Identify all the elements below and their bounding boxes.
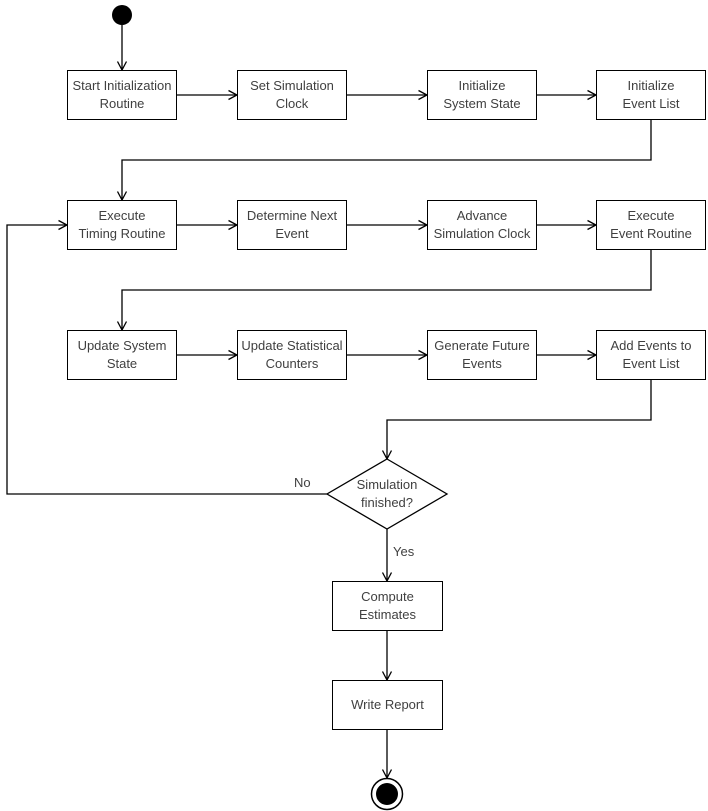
- start-node: [112, 5, 132, 25]
- node-execute-event-routine[interactable]: Execute Event Routine: [596, 200, 706, 250]
- node-update-statistical-counters[interactable]: Update Statistical Counters: [237, 330, 347, 380]
- node-write-report[interactable]: Write Report: [332, 680, 443, 730]
- edge-decision-no-to-timing-routine: [6, 219, 327, 495]
- node-initialize-system-state[interactable]: Initialize System State: [427, 70, 537, 120]
- node-update-system-state[interactable]: Update System State: [67, 330, 177, 380]
- decision-diamond-shape[interactable]: [325, 458, 449, 530]
- edge-label-yes: Yes: [391, 544, 417, 560]
- node-generate-future-events[interactable]: Generate Future Events: [427, 330, 537, 380]
- node-initialize-event-list[interactable]: Initialize Event List: [596, 70, 706, 120]
- node-start-initialization-routine[interactable]: Start Initialization Routine: [67, 70, 177, 120]
- edge-init-list-to-timing-routine: [116, 120, 652, 202]
- node-set-simulation-clock[interactable]: Set Simulation Clock: [237, 70, 347, 120]
- node-execute-timing-routine[interactable]: Execute Timing Routine: [67, 200, 177, 250]
- node-compute-estimates[interactable]: Compute Estimates: [332, 581, 443, 631]
- node-add-events-to-event-list[interactable]: Add Events to Event List: [596, 330, 706, 380]
- edge-add-events-to-decision: [381, 380, 652, 461]
- node-advance-simulation-clock[interactable]: Advance Simulation Clock: [427, 200, 537, 250]
- end-node-inner-dot: [376, 783, 398, 805]
- node-determine-next-event[interactable]: Determine Next Event: [237, 200, 347, 250]
- edge-label-no: No: [292, 475, 313, 491]
- edge-event-routine-to-update-state: [116, 250, 652, 332]
